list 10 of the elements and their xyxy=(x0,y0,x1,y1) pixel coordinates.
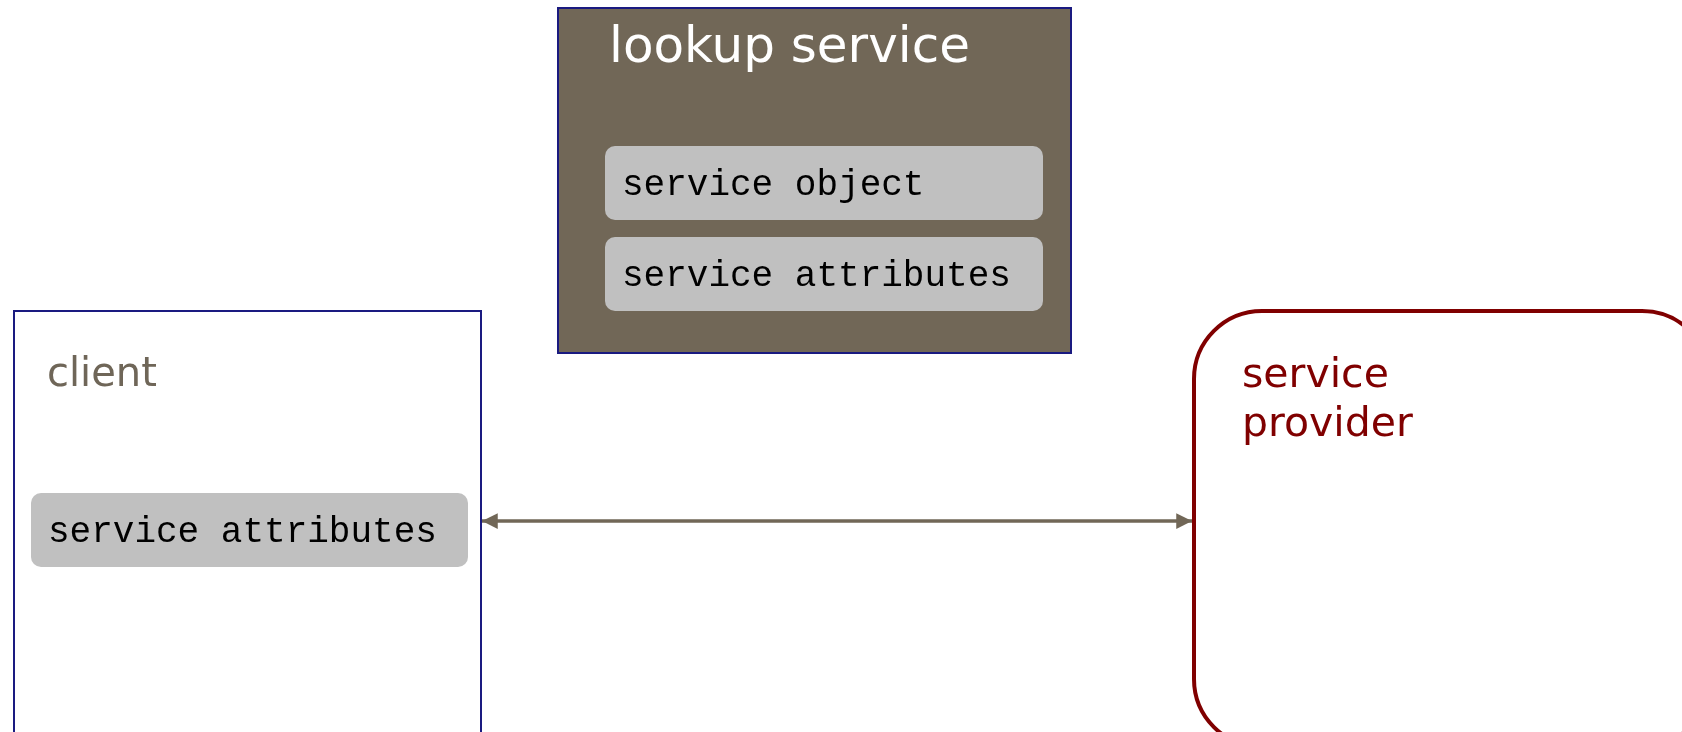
panel-title: service provider xyxy=(1242,349,1414,448)
lookup-service-panel xyxy=(557,7,1072,354)
service-entry-box: service object xyxy=(605,146,1043,220)
service-entry-box: service attributes xyxy=(31,493,468,567)
panel-title: client xyxy=(47,348,157,396)
client-panel xyxy=(13,310,482,732)
service-entry-box: service attributes xyxy=(605,237,1043,311)
panel-title: lookup service xyxy=(609,15,970,75)
service-provider-panel xyxy=(1192,309,1682,732)
double-arrow xyxy=(482,513,1192,529)
